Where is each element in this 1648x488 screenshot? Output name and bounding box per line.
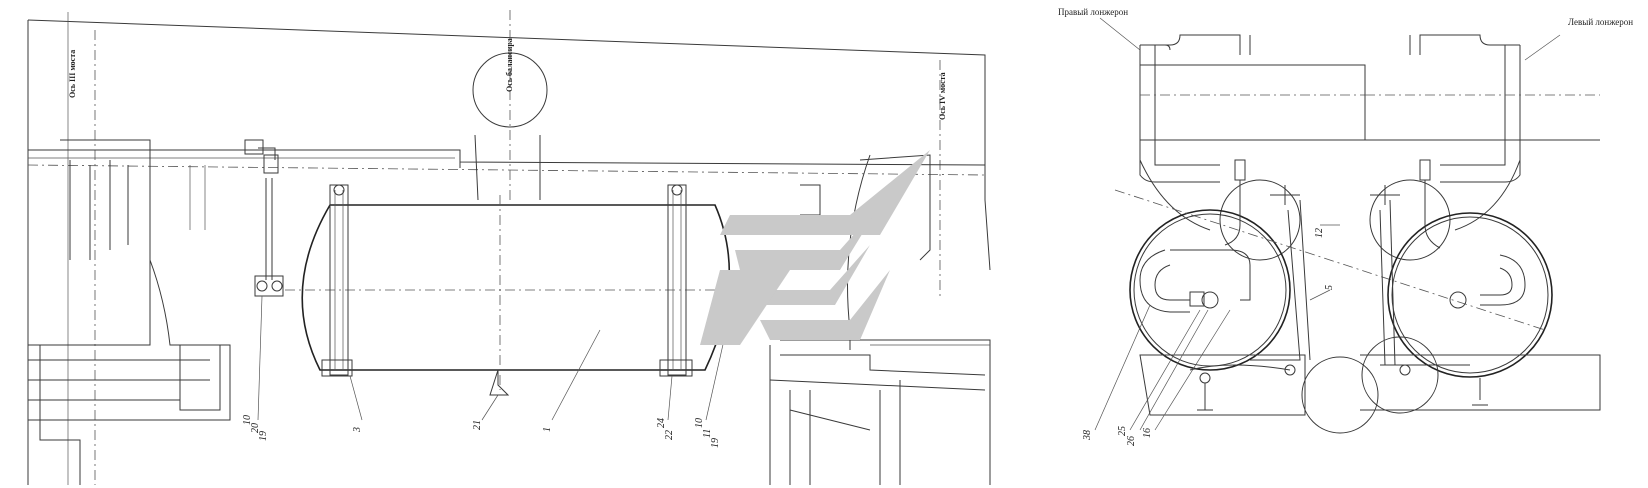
label-axis-balancer: Ось балансира [505, 38, 514, 92]
label-axis-iii: Ось III моста [68, 50, 77, 98]
strap-right [667, 184, 687, 376]
label-left-spar: Левый лонжерон [1568, 17, 1633, 27]
callout-10b: 10 [694, 418, 705, 428]
strap-left [329, 184, 349, 376]
callout-25: 25 [1117, 426, 1128, 436]
callout-12: 12 [1314, 228, 1325, 238]
callout-26: 26 [1126, 436, 1137, 446]
callout-16: 16 [1142, 428, 1153, 438]
callout-1: 1 [542, 427, 553, 432]
section-right-spar [1094, 34, 1546, 434]
callout-19b: 19 [710, 438, 721, 448]
callout-3: 3 [352, 427, 363, 433]
receiver-section-right [1129, 209, 1291, 371]
callout-10a: 10 [242, 415, 253, 425]
air-receiver-tank [301, 204, 731, 371]
watermark-logo [700, 150, 930, 345]
callout-5: 5 [1324, 285, 1335, 290]
receiver-section-left [1387, 212, 1553, 378]
callout-21a: 21 [472, 420, 483, 430]
callout-20a: 20 [250, 423, 261, 433]
section-left-spar [1360, 34, 1601, 414]
label-right-spar: Правый лонжерон [1058, 7, 1128, 17]
balancer-circle [472, 52, 548, 128]
callout-24: 24 [656, 418, 667, 428]
callout-19a: 19 [258, 431, 269, 441]
label-axis-iv: Ось IV моста [938, 72, 947, 120]
callout-11: 11 [702, 429, 713, 438]
callout-22: 22 [664, 430, 675, 440]
pipe-fitting-bottom [254, 275, 284, 297]
callout-38: 38 [1082, 430, 1093, 441]
drain-valve [489, 369, 510, 396]
pipe-fitting-top [244, 139, 264, 155]
